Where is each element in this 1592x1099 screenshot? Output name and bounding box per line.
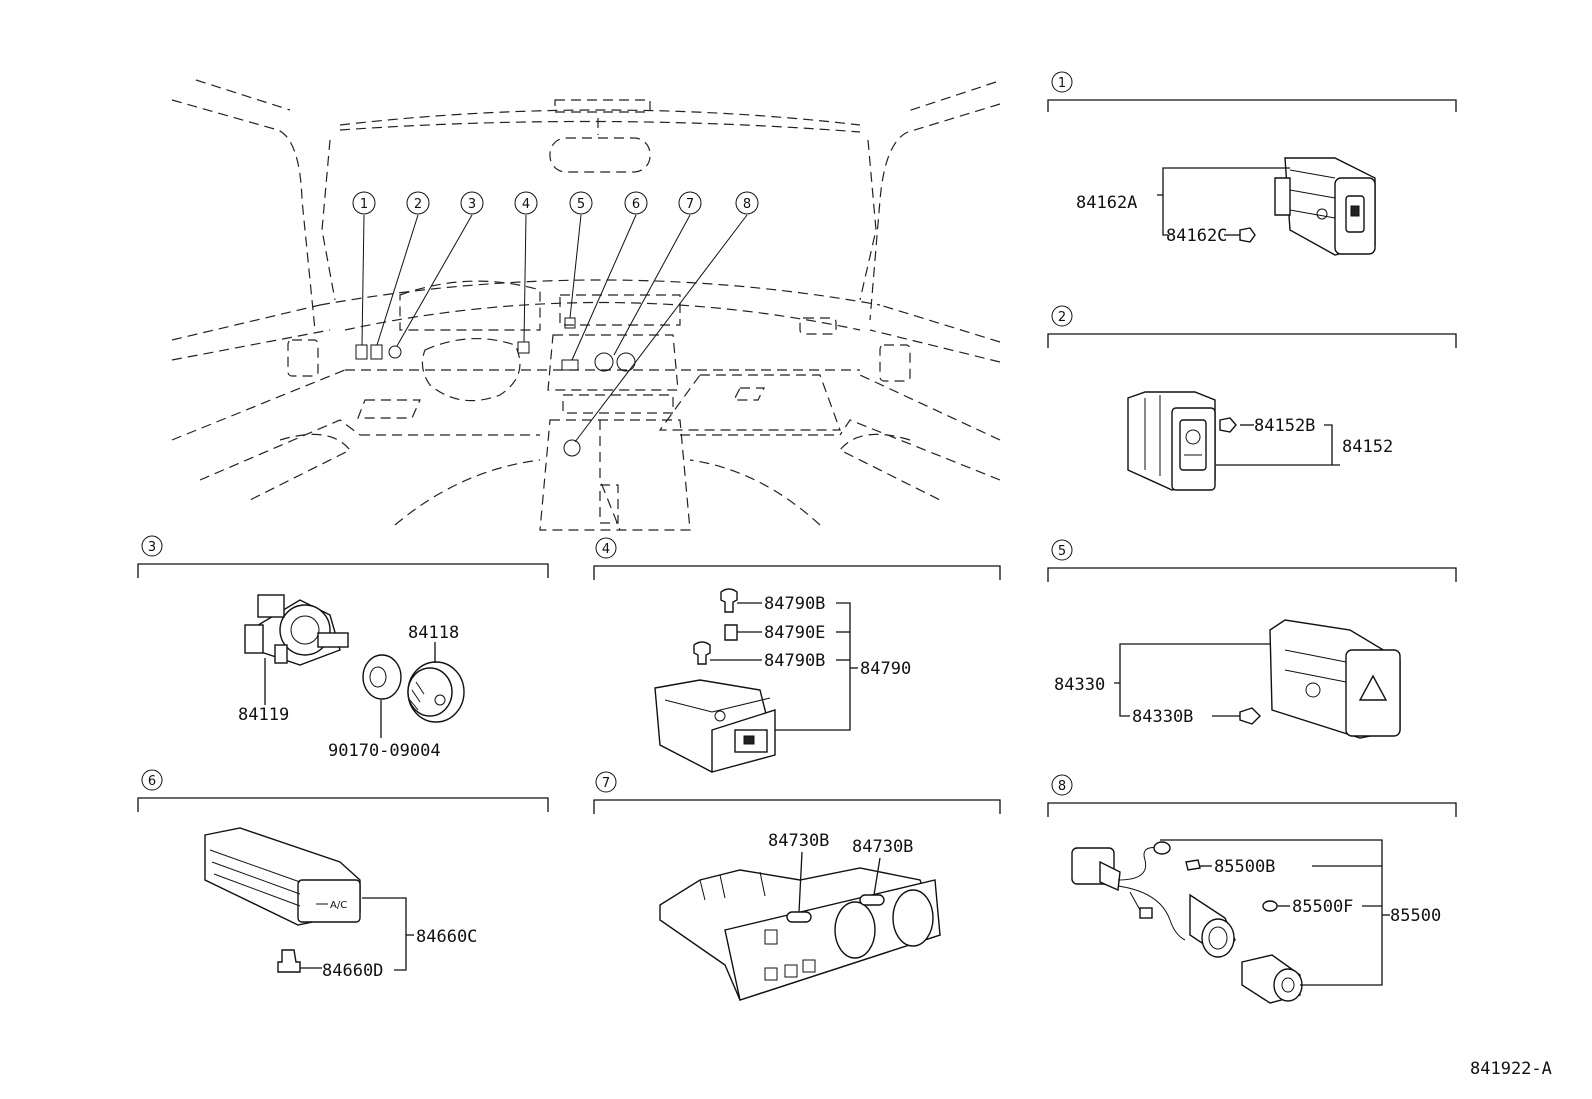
heater-control-84730-drawing (659, 867, 941, 1001)
svg-text:6: 6 (148, 774, 156, 789)
svg-text:2: 2 (414, 197, 422, 212)
section-5: 5 84330 84330B (1047, 539, 1457, 739)
overview-callout-8: 8 (735, 191, 759, 215)
label-84152B: 84152B (1254, 416, 1315, 436)
label-84730B-right: 84730B (852, 837, 913, 857)
switch-84790-drawing (654, 679, 776, 773)
label-84790B-top: 84790B (764, 594, 825, 614)
overview-callout-5: 5 (569, 191, 593, 215)
section-4: 4 84790B 84790E 84790B 84790 (593, 537, 1001, 773)
section-2: 2 84152B 84152 (1047, 305, 1457, 491)
svg-text:2: 2 (1058, 310, 1066, 325)
label-84162A: 84162A (1076, 193, 1137, 213)
label-84162C: 84162C (1166, 226, 1227, 246)
label-85500B: 85500B (1214, 857, 1275, 877)
interior-overview: 1 2 3 4 5 6 7 8 (171, 79, 1001, 531)
hazard-switch-84330-drawing (1239, 619, 1401, 739)
svg-text:3: 3 (468, 197, 476, 212)
overview-callout-2: 2 (406, 191, 430, 215)
section-1: 1 84162A 84162C (1047, 71, 1457, 256)
section-8: 8 85500B 85500F 85500 (1047, 774, 1457, 1004)
overview-callout-6: 6 (624, 191, 648, 215)
ac-switch-84660-drawing: A/C (204, 827, 361, 973)
label-84119: 84119 (238, 705, 289, 725)
label-84330B: 84330B (1132, 707, 1193, 727)
svg-text:7: 7 (602, 776, 610, 791)
svg-text:5: 5 (577, 197, 585, 212)
label-84330: 84330 (1054, 675, 1105, 695)
drawing-id: 841922-A (1470, 1059, 1552, 1079)
overview-callout-1: 1 (352, 191, 376, 215)
rheostat-84119-drawing (244, 594, 349, 666)
label-84660D: 84660D (322, 961, 383, 981)
knob-84118-drawing (407, 661, 465, 723)
overview-callout-7: 7 (678, 191, 702, 215)
svg-text:7: 7 (686, 197, 694, 212)
svg-text:A/C: A/C (330, 900, 347, 911)
svg-text:5: 5 (1058, 544, 1066, 559)
label-84790E: 84790E (764, 623, 825, 643)
switch-84162-drawing (1239, 157, 1376, 256)
label-85500F: 85500F (1292, 897, 1353, 917)
switch-84152-drawing (1127, 391, 1237, 491)
label-84790B-lower: 84790B (764, 651, 825, 671)
label-84660C: 84660C (416, 927, 477, 947)
svg-text:1: 1 (360, 197, 368, 212)
svg-text:8: 8 (1058, 779, 1066, 794)
label-85500: 85500 (1390, 906, 1441, 926)
overview-callout-3: 3 (460, 191, 484, 215)
label-90170-09004: 90170-09004 (328, 741, 441, 761)
label-84730B-left: 84730B (768, 831, 829, 851)
label-84152: 84152 (1342, 437, 1393, 457)
cigarette-lighter-85500-drawing (1071, 841, 1303, 1004)
svg-text:3: 3 (148, 540, 156, 555)
label-84118: 84118 (408, 623, 459, 643)
svg-text:4: 4 (522, 197, 530, 212)
section-6: 6 A/C 84660C 84660D (137, 769, 549, 981)
section-3: 3 84118 84119 90170-09004 (137, 535, 549, 761)
svg-text:4: 4 (602, 542, 610, 557)
svg-text:6: 6 (632, 197, 640, 212)
knob-90170-drawing (362, 654, 402, 700)
overview-callout-4: 4 (514, 191, 538, 215)
svg-text:8: 8 (743, 197, 751, 212)
section-7: 7 84730B 84730B (593, 771, 1001, 1001)
svg-text:1: 1 (1058, 76, 1066, 91)
label-84790: 84790 (860, 659, 911, 679)
